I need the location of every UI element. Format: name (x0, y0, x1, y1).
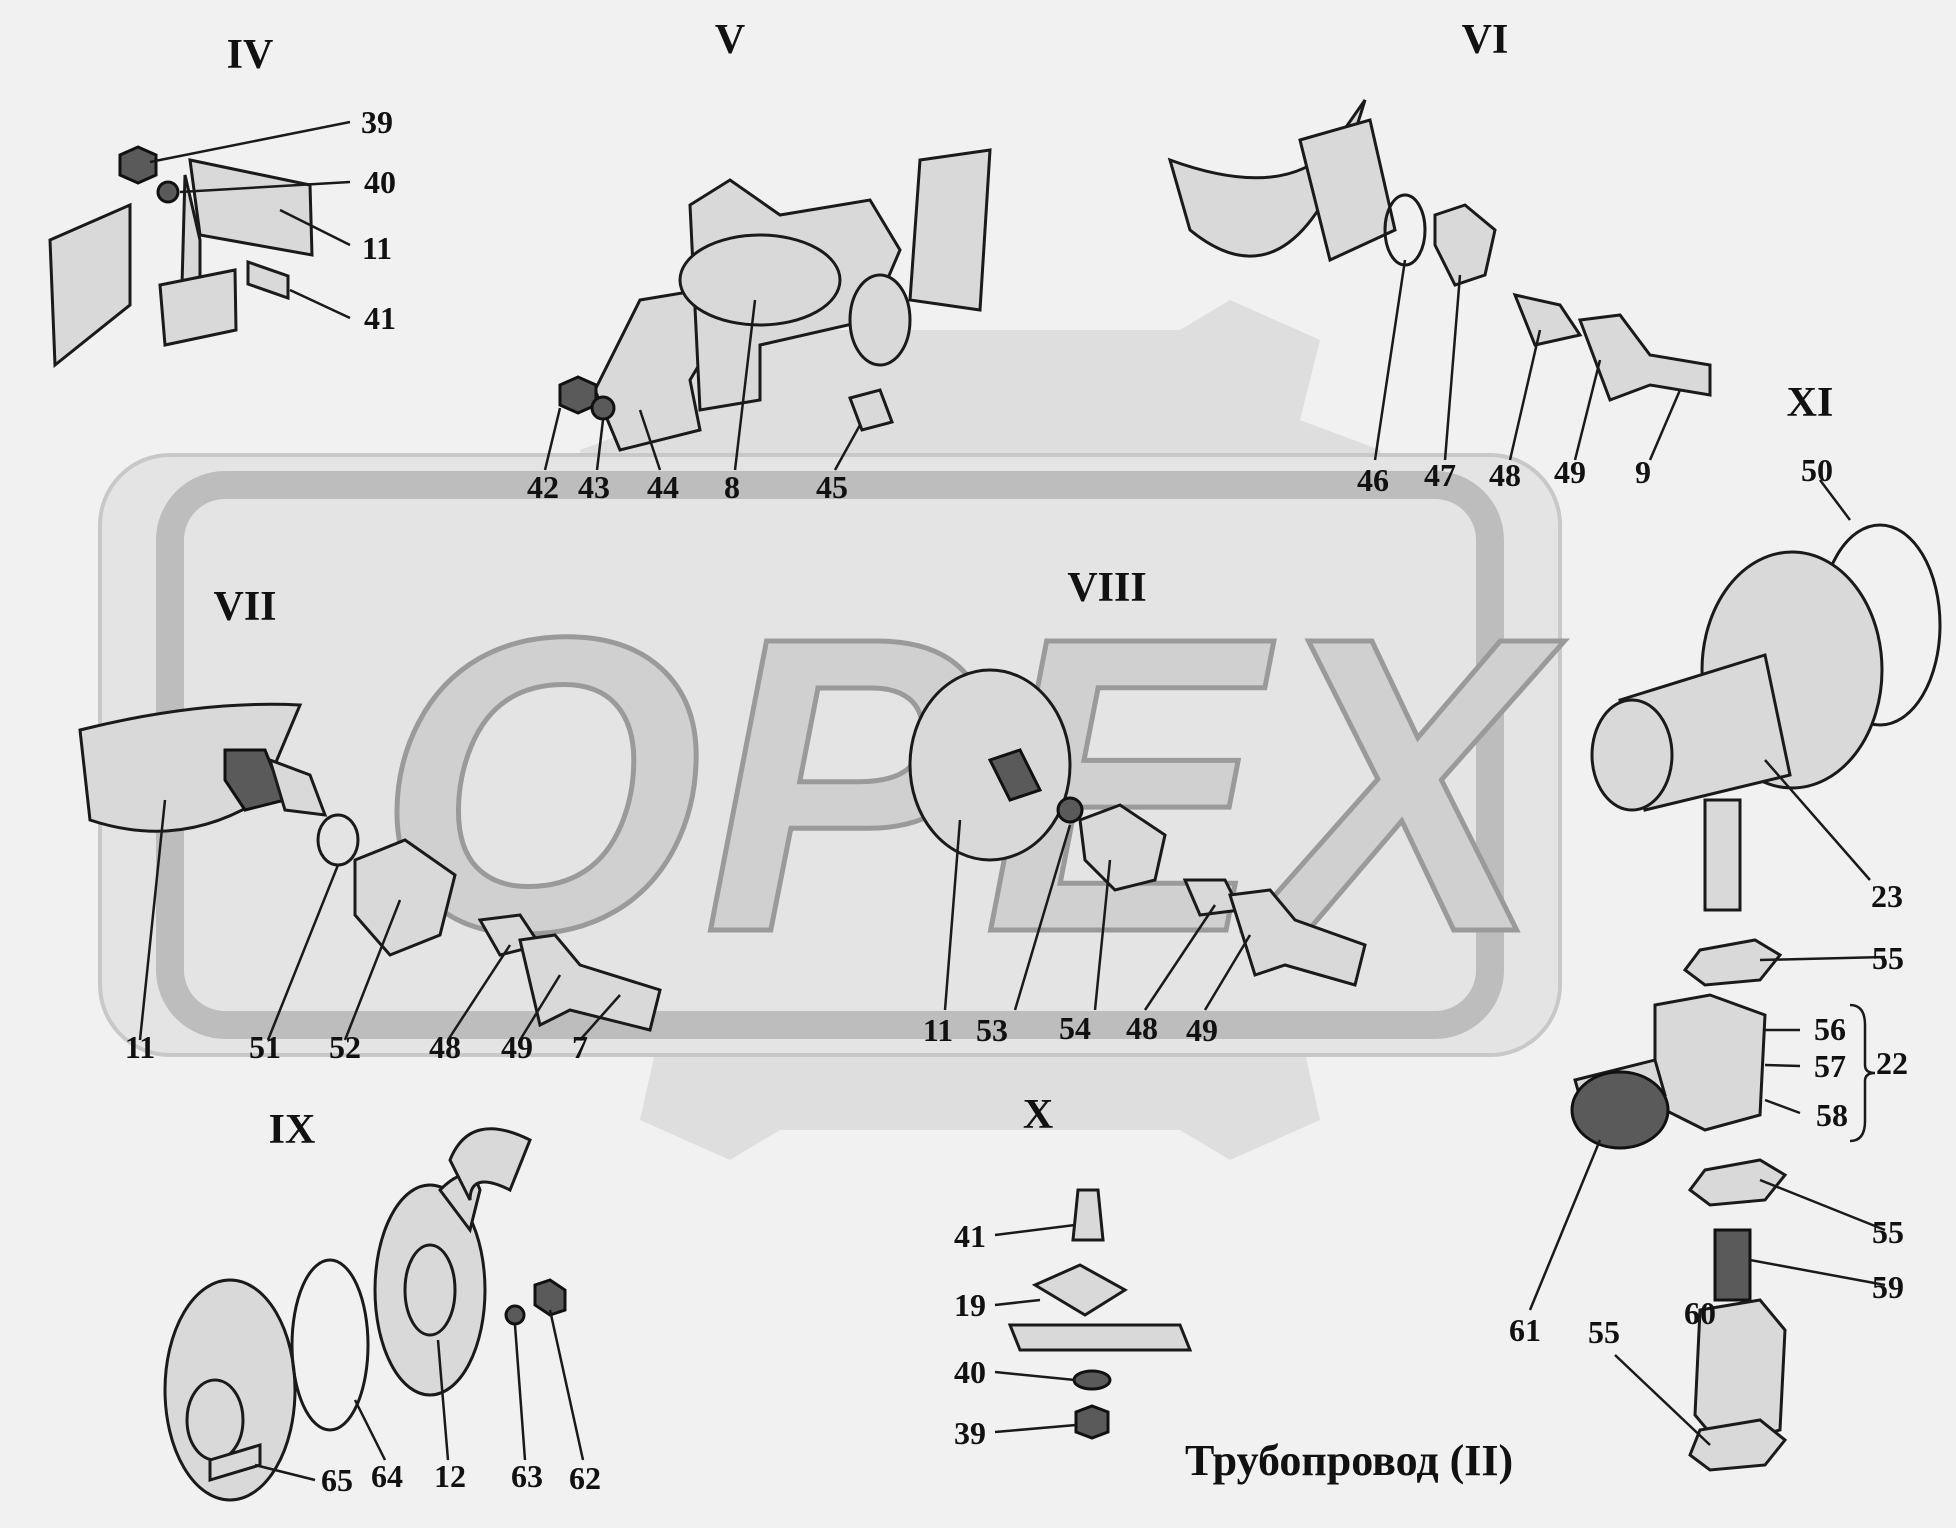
callout-label: 11 (124, 1029, 156, 1065)
callout-label: 50 (1801, 452, 1833, 488)
callout-label: 40 (364, 164, 396, 200)
callout-label: 57 (1814, 1048, 1846, 1084)
callout-label: 55 (1588, 1314, 1620, 1350)
callout-label: 59 (1872, 1269, 1904, 1305)
section-heading-viii: VIII (1067, 565, 1147, 611)
section-heading-iv: IV (226, 32, 274, 78)
callout-label: 54 (1059, 1010, 1091, 1046)
watermark-text: OPEX (376, 551, 1565, 1020)
callout-label: 52 (329, 1029, 361, 1065)
callout-label: 64 (371, 1458, 403, 1494)
section-heading-ix: IX (268, 1107, 316, 1153)
callout-label: 9 (1635, 454, 1651, 490)
callout-label: 19 (954, 1287, 986, 1323)
callout-label: 61 (1509, 1312, 1541, 1348)
callout-label: 39 (954, 1415, 986, 1451)
callout-label: 53 (976, 1012, 1008, 1048)
section-heading-x: X (1022, 1092, 1054, 1138)
diagram-title: Трубопровод (II) (1185, 1436, 1514, 1485)
callout-label: 8 (724, 469, 740, 505)
section-heading-v: V (714, 17, 746, 63)
callout-label: 55 (1872, 940, 1904, 976)
callout-label: 48 (1126, 1010, 1158, 1046)
callout-label: 49 (501, 1029, 533, 1065)
callout-label: 49 (1554, 454, 1586, 490)
section-x-drawing (994, 1188, 1193, 1440)
callout-label: 40 (954, 1354, 986, 1390)
callout-label: 49 (1186, 1012, 1218, 1048)
callout-label: 63 (511, 1458, 543, 1494)
callout-label: 48 (429, 1029, 461, 1065)
section-heading-vi: VI (1461, 17, 1509, 63)
callout-label: 39 (361, 104, 393, 140)
section-ix-drawing (163, 1127, 585, 1502)
section-heading-xi: XI (1786, 380, 1834, 426)
section-iv-drawing (48, 120, 351, 369)
callout-label: 47 (1424, 457, 1456, 493)
callout-label: 23 (1871, 878, 1903, 914)
callout-label: 42 (527, 469, 559, 505)
callout-label: 41 (954, 1218, 986, 1254)
callout-label: 11 (361, 230, 393, 266)
callout-label: 62 (569, 1460, 601, 1496)
callout-label: 45 (816, 469, 848, 505)
callout-label: 12 (434, 1458, 466, 1494)
section-vii-drawing (78, 702, 662, 1041)
callout-label: 7 (572, 1029, 588, 1065)
callout-label: 22 (1876, 1045, 1908, 1081)
callout-label: 11 (922, 1012, 954, 1048)
section-vi-drawing (1167, 99, 1712, 461)
callout-label: 60 (1684, 1295, 1716, 1331)
section-viii-drawing (908, 668, 1367, 1011)
callout-label: 44 (647, 469, 679, 505)
callout-label: 43 (578, 469, 610, 505)
callout-label: 46 (1357, 462, 1389, 498)
callout-label: 51 (249, 1029, 281, 1065)
callout-label: 41 (364, 300, 396, 336)
section-v-drawing (543, 148, 992, 471)
section-xi-drawing (1528, 479, 1942, 1472)
callout-label: 48 (1489, 457, 1521, 493)
callout-label: 65 (321, 1462, 353, 1498)
callout-label: 55 (1872, 1214, 1904, 1250)
callout-label: 58 (1816, 1097, 1848, 1133)
section-heading-vii: VII (213, 584, 277, 630)
callout-label: 56 (1814, 1011, 1846, 1047)
